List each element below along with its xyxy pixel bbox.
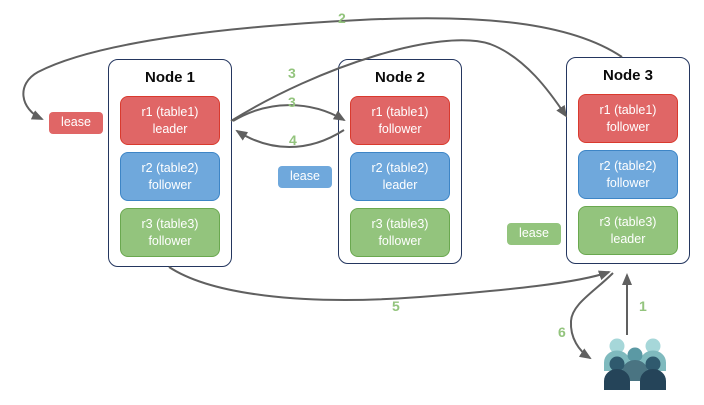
replica-name: r1 (table1) [371,105,429,119]
node-2-card: Node 2 r1 (table1) follower r2 (table2) … [338,59,462,264]
replica-role: follower [606,119,650,134]
step-label-4: 4 [289,132,297,148]
step-label-6: 6 [558,324,566,340]
replica-r1-node1: r1 (table1) leader [120,96,220,145]
replica-role: follower [148,233,192,248]
replica-r2-node3: r2 (table2) follower [578,150,678,199]
replica-name: r2 (table2) [599,159,657,173]
replica-role: leader [152,121,188,136]
replica-r2-node2: r2 (table2) leader [350,152,450,201]
node-title: Node 3 [602,67,653,84]
replica-r1-node2: r1 (table1) follower [350,96,450,145]
replica-name: r3 (table3) [599,215,657,229]
lease-badge-table2: lease [278,166,332,188]
replica-r1-node3: r1 (table1) follower [578,94,678,143]
replica-r3-node3: r3 (table3) leader [578,206,678,255]
replica-name: r2 (table2) [141,161,199,175]
lease-badge-table1: lease [49,112,103,134]
replica-name: r1 (table1) [141,105,199,119]
step-label-3b: 3 [288,94,296,110]
step-label-1: 1 [639,298,647,314]
replica-role: follower [378,233,422,248]
replica-name: r1 (table1) [599,103,657,117]
users-group-icon [604,338,666,390]
arrow-step-5 [168,266,611,301]
replica-role: follower [148,177,192,192]
node-1-card: Node 1 r1 (table1) leader r2 (table2) fo… [108,59,232,267]
step-label-2: 2 [338,10,346,26]
step-label-5: 5 [392,298,400,314]
replica-role: leader [610,231,646,246]
lease-badge-table3: lease [507,223,561,245]
replica-r3-node2: r3 (table3) follower [350,208,450,257]
replica-r3-node1: r3 (table3) follower [120,208,220,257]
replica-role: follower [378,121,422,136]
replica-name: r3 (table3) [141,217,199,231]
step-label-3a: 3 [288,65,296,81]
node-3-card: Node 3 r1 (table1) follower r2 (table2) … [566,57,690,264]
person-icon [640,356,666,390]
replica-name: r3 (table3) [371,217,429,231]
node-title: Node 2 [374,69,425,86]
replica-role: leader [382,177,418,192]
replica-r2-node1: r2 (table2) follower [120,152,220,201]
replica-name: r2 (table2) [371,161,429,175]
person-icon [604,356,630,390]
node-title: Node 1 [144,69,195,86]
replica-role: follower [606,175,650,190]
